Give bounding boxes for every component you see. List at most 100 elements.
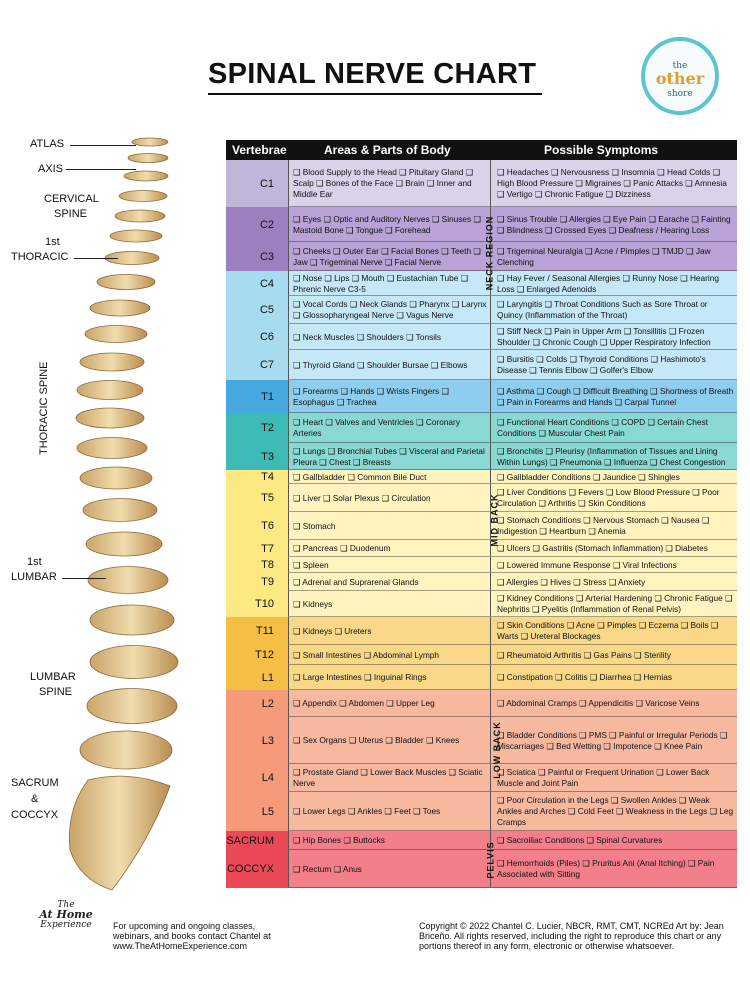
areas-cell: ❑ Hip Bones ❑ Buttocks bbox=[288, 831, 490, 850]
symptoms-text: ❑ Rheumatoid Arthritis ❑ Gas Pains ❑ Ste… bbox=[497, 649, 672, 660]
areas-cell: ❑ Kidneys bbox=[288, 591, 490, 617]
areas-text: ❑ Heart ❑ Valves and Ventricles ❑ Corona… bbox=[293, 417, 460, 438]
title-underline bbox=[208, 93, 542, 95]
footer-copyright: Copyright © 2022 Chantel C. Lucier, NBCR… bbox=[419, 921, 724, 951]
atlas-pointer bbox=[70, 145, 136, 146]
symptoms-text: ❑ Stomach Conditions ❑ Nervous Stomach ❑… bbox=[497, 515, 710, 536]
table-row: L1❑ Large Intestines ❑ Inguinal Rings❑ C… bbox=[226, 665, 737, 690]
symptoms-cell: ❑ Poor Circulation in the Legs ❑ Swollen… bbox=[490, 792, 737, 831]
label-atlas: ATLAS bbox=[30, 138, 65, 150]
vertebra-label: T10 bbox=[226, 591, 288, 617]
table-row: T5❑ Liver ❑ Solar Plexus ❑ Circulation❑ … bbox=[226, 484, 737, 512]
areas-cell: ❑ Adrenal and Suprarenal Glands bbox=[288, 573, 490, 591]
vertebra-label: C6 bbox=[226, 324, 288, 350]
areas-cell: ❑ Cheeks ❑ Outer Ear ❑ Facial Bones ❑ Te… bbox=[288, 242, 490, 271]
symptoms-text: ❑ Trigeminal Neuralgia ❑ Acne / Pimples … bbox=[497, 245, 711, 267]
label-lumbar-1: LUMBAR bbox=[30, 671, 76, 683]
areas-cell: ❑ Liver ❑ Solar Plexus ❑ Circulation bbox=[288, 484, 490, 512]
vertebra-shape bbox=[123, 170, 169, 182]
header-symptoms: Possible Symptoms bbox=[544, 143, 659, 157]
symptoms-text: ❑ Stiff Neck ❑ Pain in Upper Arm ❑ Tonsi… bbox=[497, 326, 711, 347]
axis-pointer bbox=[66, 169, 136, 170]
areas-cell: ❑ Spleen bbox=[288, 557, 490, 573]
vertebra-label: C7 bbox=[226, 350, 288, 380]
symptoms-cell: ❑ Sciatica ❑ Painful or Frequent Urinati… bbox=[490, 764, 737, 792]
table-header: Vertebrae Areas & Parts of Body Possible… bbox=[226, 140, 737, 160]
areas-text: ❑ Sex Organs ❑ Uterus ❑ Bladder ❑ Knees bbox=[293, 735, 460, 745]
footer-logo: The At Home Experience bbox=[36, 900, 96, 958]
footer-logo-line3: Experience bbox=[40, 920, 92, 930]
vertebra-shape bbox=[79, 466, 153, 490]
table-row: C7 ❑ Thyroid Gland ❑ Shoulder Bursae ❑ El… bbox=[226, 350, 737, 380]
areas-text: ❑ Gallbladder ❑ Common Bile Duct bbox=[293, 471, 427, 482]
symptoms-text: ❑ Allergies ❑ Hives ❑ Stress ❑ Anxiety bbox=[497, 576, 646, 587]
symptoms-cell: ❑ Constipation ❑ Colitis ❑ Diarrhea ❑ He… bbox=[490, 665, 737, 690]
symptoms-text: ❑ Bladder Conditions ❑ PMS ❑ Painful or … bbox=[497, 729, 728, 751]
symptoms-cell: ❑ Sinus Trouble ❑ Allergies ❑ Eye Pain ❑… bbox=[490, 207, 737, 242]
footer-logo-line2: At Home bbox=[39, 908, 93, 921]
areas-cell: ❑ Stomach bbox=[288, 512, 490, 540]
vertebra-label: T1 bbox=[226, 380, 288, 413]
symptoms-cell: ❑ Asthma ❑ Cough ❑ Difficult Breathing ❑… bbox=[490, 380, 737, 413]
label-cervical-1: CERVICAL bbox=[44, 193, 99, 205]
spine-illustration bbox=[69, 137, 179, 891]
areas-text: ❑ Lower Legs ❑ Ankles ❑ Feet ❑ Toes bbox=[293, 806, 441, 816]
vertebra-label: T11 bbox=[226, 617, 288, 645]
vertebra-label: C1 bbox=[226, 160, 288, 207]
region-neck: NECK REGION bbox=[484, 215, 495, 291]
table-row: C3❑ Cheeks ❑ Outer Ear ❑ Facial Bones ❑ … bbox=[226, 242, 737, 271]
areas-cell: ❑ Nose ❑ Lips ❑ Mouth ❑ Eustachian Tube … bbox=[288, 271, 490, 296]
label-thoracic-first-2: THORACIC bbox=[11, 251, 69, 263]
vertebra-shape bbox=[89, 604, 175, 636]
symptoms-text: ❑ Hemorrhoids (Piles) ❑ Pruritus Ani (An… bbox=[497, 858, 715, 879]
vertebra-label: T12 bbox=[226, 645, 288, 665]
label-sacrum-2: & bbox=[31, 793, 39, 805]
vertebra-shape bbox=[86, 688, 178, 724]
areas-text: ❑ Liver ❑ Solar Plexus ❑ Circulation bbox=[293, 492, 431, 503]
areas-cell: ❑ Sex Organs ❑ Uterus ❑ Bladder ❑ Knees bbox=[288, 717, 490, 764]
areas-cell: ❑ Rectum ❑ Anus bbox=[288, 850, 490, 888]
vertebra-shape bbox=[89, 645, 179, 679]
symptoms-text: ❑ Liver Conditions ❑ Fevers ❑ Low Blood … bbox=[497, 487, 720, 508]
vertebra-label: T4 bbox=[226, 470, 288, 484]
vertebra-shape bbox=[109, 229, 163, 243]
table-row: T3❑ Lungs ❑ Bronchial Tubes ❑ Visceral a… bbox=[226, 443, 737, 470]
areas-text: ❑ Nose ❑ Lips ❑ Mouth ❑ Eustachian Tube … bbox=[293, 272, 469, 294]
areas-text: ❑ Kidneys ❑ Ureters bbox=[293, 625, 372, 636]
symptoms-cell: ❑ Trigeminal Neuralgia ❑ Acne / Pimples … bbox=[490, 242, 737, 271]
vertebra-shape bbox=[89, 299, 151, 317]
vertebra-label: L1 bbox=[226, 665, 288, 690]
areas-text: ❑ Lungs ❑ Bronchial Tubes ❑ Visceral and… bbox=[293, 445, 485, 467]
vertebra-label: T9 bbox=[226, 573, 288, 591]
symptoms-cell: ❑ Hemorrhoids (Piles) ❑ Pruritus Ani (An… bbox=[490, 850, 737, 888]
vertebra-shape bbox=[75, 407, 145, 429]
symptoms-cell: ❑ Rheumatoid Arthritis ❑ Gas Pains ❑ Ste… bbox=[490, 645, 737, 665]
areas-text: ❑ Hip Bones ❑ Buttocks bbox=[293, 835, 385, 845]
areas-cell: ❑ Kidneys ❑ Ureters bbox=[288, 617, 490, 645]
table-row: L5❑ Lower Legs ❑ Ankles ❑ Feet ❑ Toes❑ P… bbox=[226, 792, 737, 831]
areas-cell: ❑ Neck Muscles ❑ Shoulders ❑ Tonsils bbox=[288, 324, 490, 350]
areas-cell: ❑ Thyroid Gland ❑ Shoulder Bursae ❑ Elbo… bbox=[288, 350, 490, 380]
table-row: COCCYX❑ Rectum ❑ Anus❑ Hemorrhoids (Pile… bbox=[226, 850, 737, 888]
vertebra-label: SACRUM bbox=[226, 831, 288, 850]
vertebra-shape bbox=[87, 566, 169, 594]
areas-text: ❑ Thyroid Gland ❑ Shoulder Bursae ❑ Elbo… bbox=[293, 359, 468, 370]
symptoms-cell: ❑ Kidney Conditions ❑ Arterial Hardening… bbox=[490, 591, 737, 617]
symptoms-text: ❑ Hay Fever / Seasonal Allergies ❑ Runny… bbox=[497, 272, 719, 294]
symptoms-text: ❑ Gallbladder Conditions ❑ Jaundice ❑ Sh… bbox=[497, 471, 680, 482]
footer-contact: For upcoming and ongoing classes, webina… bbox=[113, 921, 271, 951]
vertebra-label: T7 bbox=[226, 540, 288, 557]
areas-cell: ❑ Lower Legs ❑ Ankles ❑ Feet ❑ Toes bbox=[288, 792, 490, 831]
areas-cell: ❑ Forearms ❑ Hands ❑ Wrists Fingers ❑ Es… bbox=[288, 380, 490, 413]
symptoms-cell: ❑ Gallbladder Conditions ❑ Jaundice ❑ Sh… bbox=[490, 470, 737, 484]
vertebra-label: L3 bbox=[226, 717, 288, 764]
table-row: C6❑ Neck Muscles ❑ Shoulders ❑ Tonsils ❑ … bbox=[226, 324, 737, 350]
table-row: T4 ❑ Gallbladder ❑ Common Bile Duct ❑ Gall… bbox=[226, 470, 737, 484]
sacrum-shape bbox=[69, 775, 171, 891]
vertebra-label: C2 bbox=[226, 207, 288, 242]
vertebra-label: T6 bbox=[226, 512, 288, 540]
areas-text: ❑ Eyes ❑ Optic and Auditory Nerves ❑ Sin… bbox=[293, 213, 481, 235]
vertebra-shape bbox=[85, 531, 163, 557]
brand-logo: the other shore bbox=[641, 37, 719, 115]
symptoms-cell: ❑ Stiff Neck ❑ Pain in Upper Arm ❑ Tonsi… bbox=[490, 324, 737, 350]
